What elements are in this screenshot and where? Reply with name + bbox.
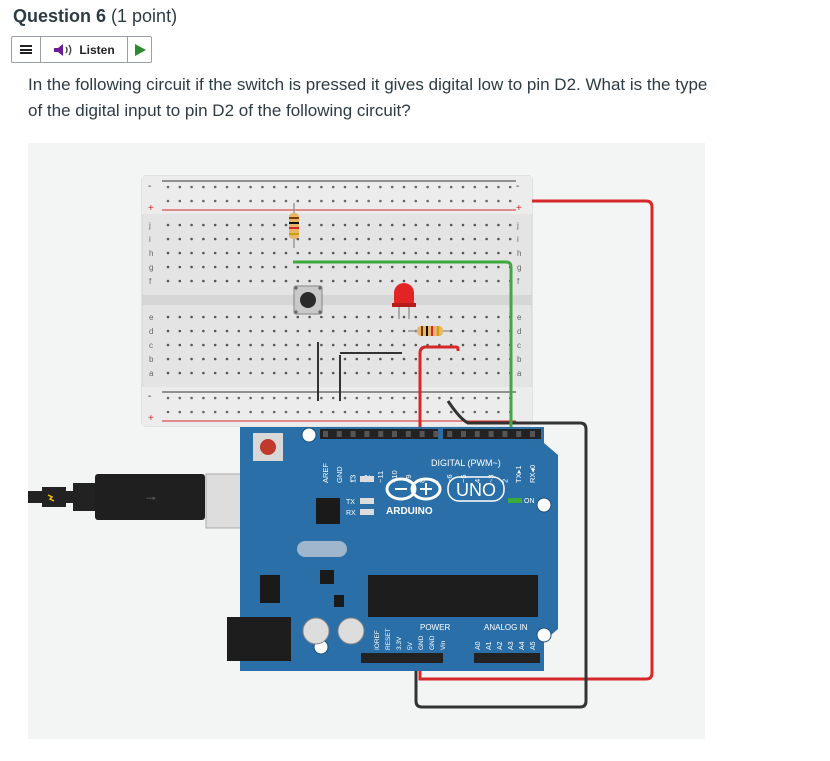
- header-pin-label: TX▸1: [514, 465, 523, 483]
- analog-pin-label: A5: [530, 641, 537, 650]
- analog-pin-label: A0: [475, 641, 482, 650]
- red-wire-pin8: [418, 345, 460, 433]
- analog-pin-label: A3: [508, 641, 515, 650]
- resistor-top: [289, 203, 299, 248]
- speaker-icon: [54, 43, 72, 56]
- led-label-l: L: [350, 477, 354, 484]
- question-title: Question 6 (1 point): [13, 6, 177, 27]
- row-letter: i: [149, 235, 151, 244]
- row-letter: g: [149, 263, 153, 272]
- power-pin-label: 3.3V: [396, 636, 403, 650]
- rail-minus-label-right: -: [516, 181, 519, 192]
- row-letter: f: [517, 277, 520, 286]
- row-letter: f: [149, 277, 152, 286]
- usb-cable: ⭬: [28, 473, 267, 529]
- rail-plus-label: +: [148, 203, 154, 214]
- push-button: [293, 285, 323, 315]
- rail-plus-label-bottom: +: [148, 413, 154, 424]
- header-pin-label: 2: [500, 479, 509, 483]
- header-pin-label: ~3: [487, 474, 496, 483]
- play-icon: [134, 43, 146, 56]
- header-pin-label: RX◂0: [528, 465, 537, 483]
- rail-minus-label: -: [148, 181, 151, 192]
- power-pin-label: GND: [429, 635, 436, 650]
- header-pin-label: ~11: [376, 471, 385, 483]
- arduino-infinity-logo: [385, 477, 442, 501]
- header-pin-label: 8: [418, 479, 427, 483]
- listen-label: Listen: [79, 42, 115, 57]
- row-letter: e: [149, 313, 154, 322]
- header-pin-label: ~6: [445, 474, 454, 483]
- power-label: POWER: [420, 623, 450, 632]
- row-letter: j: [516, 221, 519, 230]
- digital-pwm-label: DIGITAL (PWM~): [431, 458, 501, 468]
- header-pin-label: ~5: [459, 474, 468, 483]
- hamburger-menu-icon[interactable]: [12, 37, 41, 62]
- header-pin-label: AREF: [321, 463, 330, 483]
- uno-label: UNO: [456, 480, 496, 500]
- green-wire-d2: [293, 260, 513, 433]
- row-letter: b: [517, 355, 522, 364]
- analog-pin-label: A1: [486, 641, 493, 650]
- listen-button[interactable]: Listen: [41, 37, 128, 62]
- row-letter: c: [149, 341, 153, 350]
- question-number: Question 6: [13, 6, 107, 26]
- header-pin-label: 4: [473, 479, 482, 483]
- row-letter: e: [517, 313, 522, 322]
- power-pin-label: GND: [418, 635, 425, 650]
- row-letter: d: [149, 327, 153, 336]
- analog-pin-label: A4: [519, 641, 526, 650]
- question-points: (1 point): [111, 6, 178, 26]
- header-pin-label: GND: [335, 466, 344, 483]
- power-pin-label: 5V: [407, 641, 414, 650]
- question-prompt: In the following circuit if the switch i…: [28, 75, 708, 120]
- row-letter: g: [517, 263, 521, 272]
- readspeaker-toolbar: Listen: [11, 36, 152, 63]
- power-pin-label: IOREF: [374, 630, 381, 650]
- power-pin-label: Vin: [440, 640, 447, 650]
- row-letter: a: [149, 369, 154, 378]
- black-wire-gnd: [414, 400, 588, 709]
- analog-pin-label: A2: [497, 641, 504, 650]
- analog-in-label: ANALOG IN: [484, 623, 528, 632]
- row-letter: b: [149, 355, 154, 364]
- power-pin-label: RESET: [385, 628, 392, 650]
- row-letter: a: [517, 369, 522, 378]
- play-button[interactable]: [128, 37, 151, 62]
- row-letter: h: [517, 249, 521, 258]
- red-wire-5v: [418, 199, 654, 681]
- rail-plus-label-right: +: [516, 203, 522, 214]
- row-letter: j: [148, 221, 151, 230]
- arduino-brand: ARDUINO: [386, 506, 433, 517]
- header-pin-label: ~9: [404, 474, 413, 483]
- row-letter: h: [149, 249, 153, 258]
- resistor-led: [408, 326, 450, 336]
- header-pin-label: 13: [349, 475, 358, 483]
- led-label-tx: TX: [346, 499, 355, 506]
- row-letter: i: [517, 235, 519, 244]
- row-letter: c: [517, 341, 521, 350]
- led-label-rx: RX: [346, 510, 356, 517]
- header-pin-label: ~10: [390, 470, 399, 483]
- red-led: [392, 283, 416, 319]
- rail-minus-label-bottom: -: [148, 391, 151, 402]
- row-letter: d: [517, 327, 521, 336]
- on-label: ON: [524, 498, 535, 505]
- usb-symbol-icon: ⭬: [146, 490, 157, 506]
